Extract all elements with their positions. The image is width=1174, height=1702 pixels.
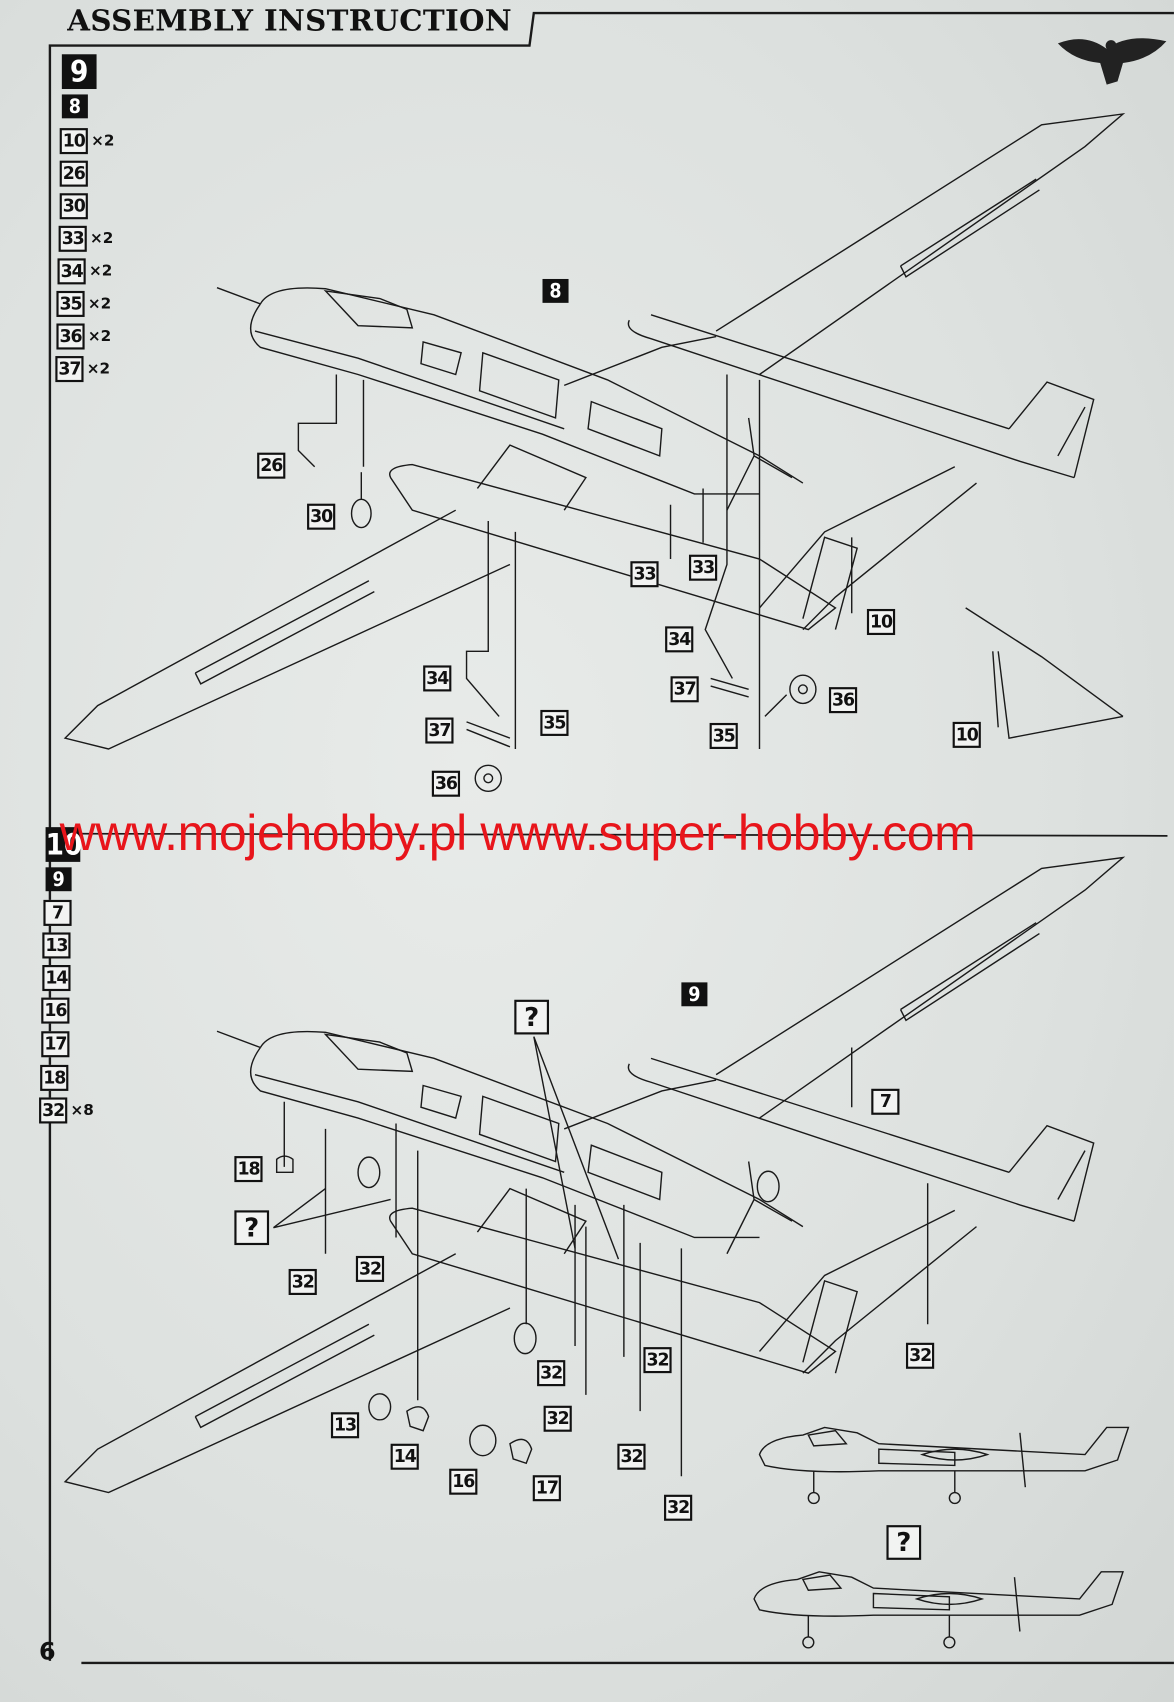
callout: 32 [543, 1405, 572, 1432]
watermark: www.mojehobby.pl www.super-hobby.com [59, 804, 976, 861]
callout: 17 [532, 1475, 561, 1502]
callout: 32 [643, 1347, 672, 1374]
part-number: 18 [40, 1064, 69, 1091]
part-number: 14 [42, 965, 71, 992]
callout: 32 [355, 1255, 385, 1282]
callout: 18 [234, 1156, 263, 1183]
part-item: 37×2 [55, 356, 111, 383]
part-number: 17 [41, 1031, 70, 1058]
part-item: 18 [40, 1064, 71, 1091]
callout: 10 [952, 721, 981, 748]
part-item: 14 [42, 965, 73, 992]
eagle-logo-icon [1057, 38, 1167, 85]
step-number-10: 10 [45, 827, 83, 862]
part-qty: ×8 [70, 1101, 94, 1120]
callout: 34 [665, 626, 694, 653]
callout: 30 [307, 503, 336, 530]
part-number: 34 [57, 258, 86, 285]
diagram-step-label: 8 [542, 278, 569, 303]
part-number: 32 [39, 1097, 68, 1124]
callout: 37 [425, 717, 454, 744]
page-title: ASSEMBLY INSTRUCTION [67, 4, 512, 38]
callout: 32 [288, 1268, 317, 1296]
part-number: 13 [42, 932, 71, 959]
part-item: 10×2 [59, 128, 115, 155]
page-frame [48, 11, 1174, 1665]
callout: 33 [688, 554, 718, 581]
part-item: 13 [42, 932, 73, 959]
part-number: 16 [41, 997, 70, 1024]
part-item: 26 [59, 160, 91, 187]
part-qty: ×2 [88, 262, 113, 281]
parts-step10 [272, 1036, 929, 1477]
page-number: 6 [39, 1639, 56, 1667]
part-qty: ×2 [87, 327, 112, 346]
optional-marker: ? [514, 999, 550, 1035]
callout: 32 [537, 1360, 566, 1387]
callout: 34 [423, 665, 452, 692]
callout: 32 [905, 1342, 935, 1369]
part-number: 33 [58, 225, 87, 252]
prior-step-9: 9 [45, 867, 72, 892]
part-qty: ×2 [91, 132, 115, 150]
callout: 33 [630, 561, 659, 588]
callout: 32 [664, 1494, 693, 1521]
part-item: 32×8 [39, 1097, 94, 1124]
part-item: 33×2 [58, 225, 114, 252]
aircraft-step9 [64, 113, 1124, 750]
part-item: 36×2 [56, 323, 112, 350]
part-item: 35×2 [56, 290, 112, 317]
callout: 10 [866, 608, 896, 636]
aircraft-step10 [64, 856, 1124, 1494]
part-item: 17 [41, 1031, 72, 1058]
callout: 13 [330, 1412, 360, 1439]
step-number-9: 9 [61, 54, 97, 90]
callout: 35 [540, 709, 569, 736]
part-number: 36 [56, 323, 85, 350]
part-qty: ×2 [87, 295, 112, 313]
part-number: 37 [55, 356, 84, 383]
callout: 16 [449, 1468, 478, 1495]
part-item: 34×2 [57, 258, 113, 285]
prior-step-8: 8 [61, 94, 88, 119]
part-number: 7 [43, 899, 72, 926]
part-qty: ×2 [90, 230, 114, 248]
callout: 36 [828, 687, 858, 714]
callout: 32 [617, 1443, 646, 1470]
callout: 26 [257, 452, 286, 479]
part-number: 26 [59, 160, 88, 187]
part-item: 7 [43, 899, 74, 926]
optional-marker: ? [886, 1525, 922, 1560]
callout: 35 [709, 722, 738, 749]
optional-marker: ? [234, 1210, 270, 1246]
callout: 7 [871, 1088, 900, 1115]
part-item: 30 [59, 193, 91, 220]
parts-step9 [297, 374, 1124, 793]
part-number: 35 [56, 290, 85, 317]
side-view-gear-down [758, 1426, 1130, 1505]
callout: 14 [390, 1443, 419, 1470]
callout: 37 [670, 676, 699, 703]
side-view-gear-alt [753, 1571, 1124, 1649]
part-qty: ×2 [86, 360, 111, 378]
part-number: 30 [59, 193, 88, 220]
callout: 36 [431, 770, 461, 797]
part-number: 10 [59, 128, 88, 155]
diagram-step-label: 9 [681, 982, 708, 1007]
part-item: 16 [41, 997, 72, 1024]
